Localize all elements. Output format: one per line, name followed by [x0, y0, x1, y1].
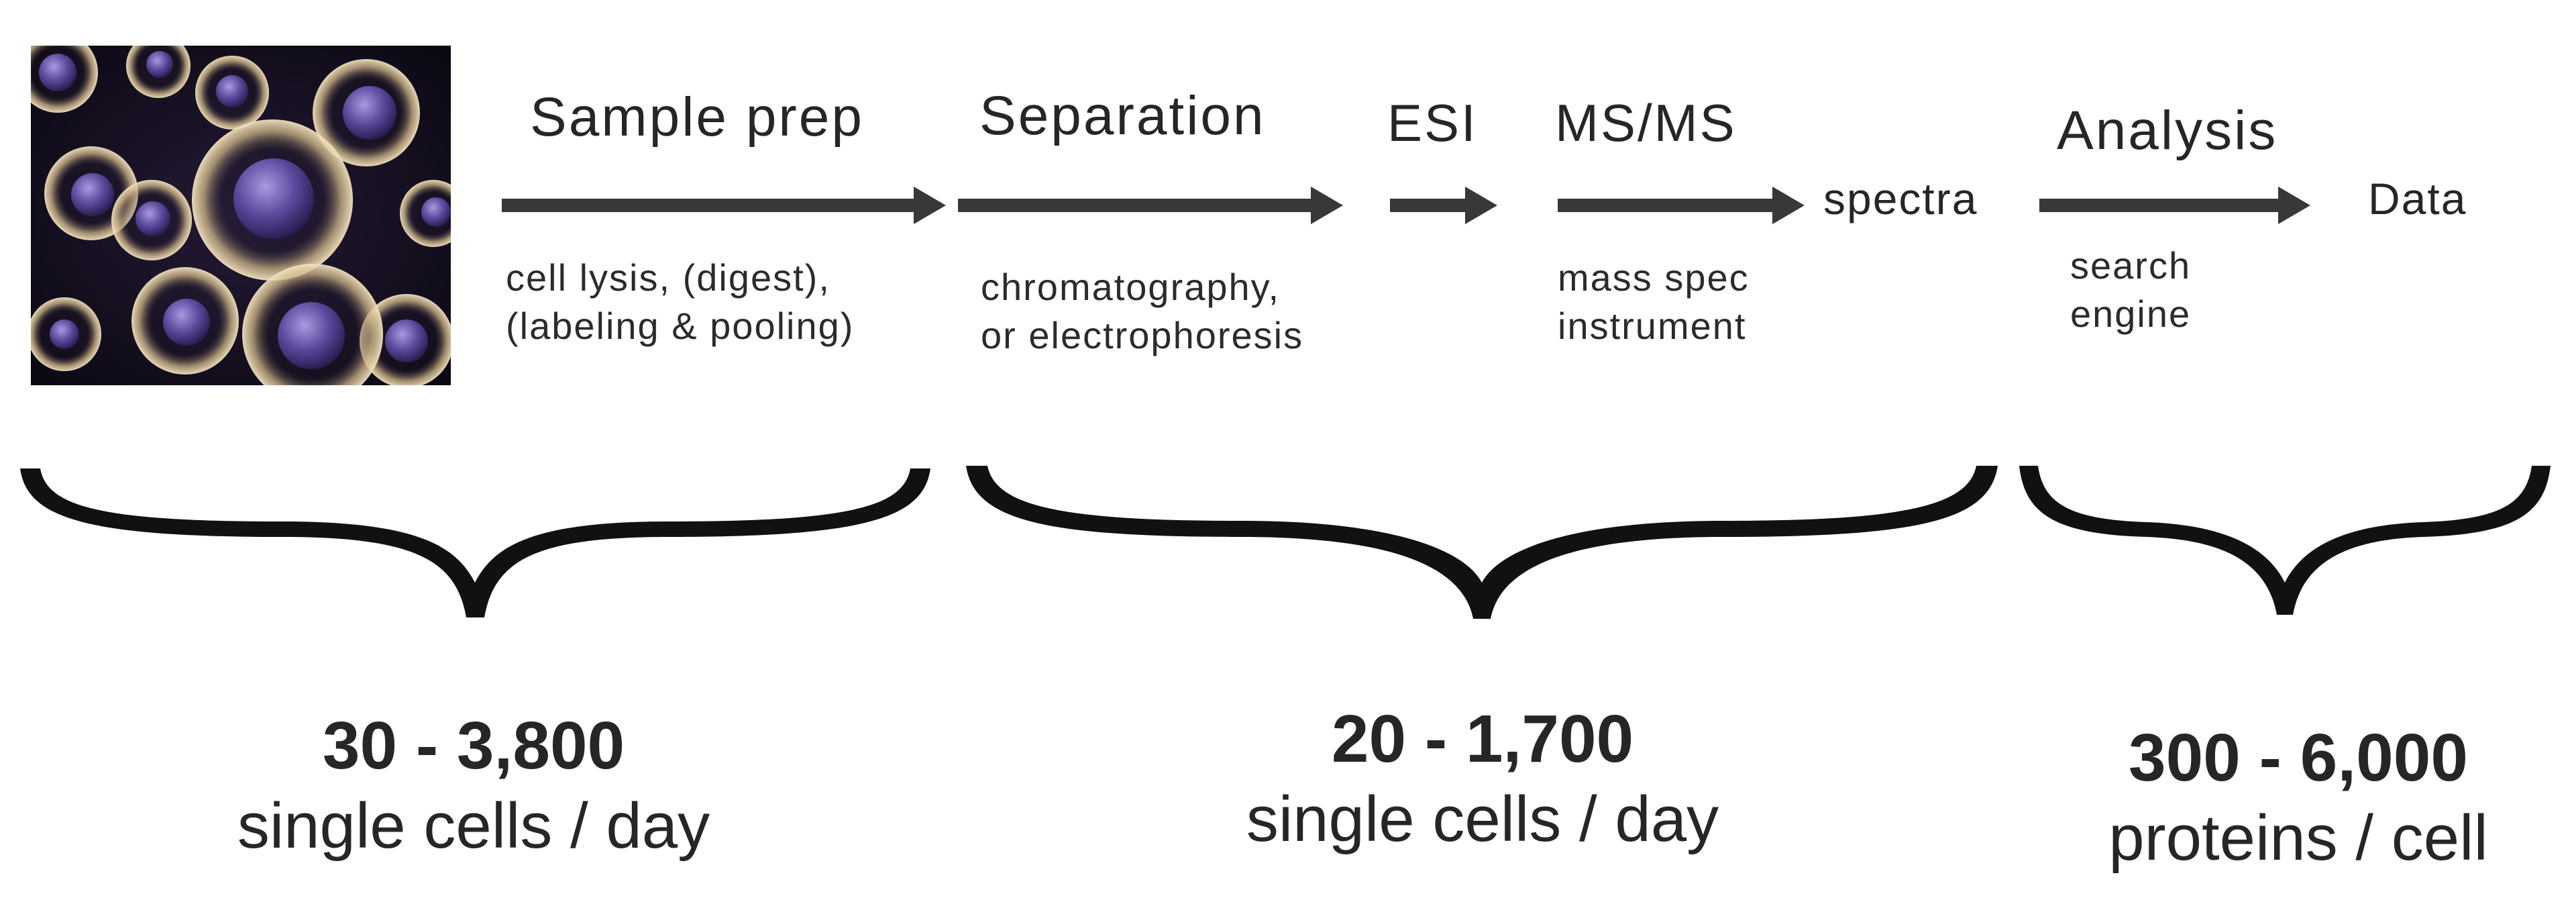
- sub-analysis: search engine: [2070, 242, 2191, 338]
- sub-msms-line-1: mass spec: [1558, 256, 1750, 299]
- sub-msms: mass spec instrument: [1558, 254, 1750, 350]
- arrow-sample-prep: [502, 187, 946, 224]
- brace-3: [2019, 466, 2551, 615]
- metric-1-unit: single cells / day: [237, 790, 710, 862]
- sub-msms-line-2: instrument: [1558, 305, 1747, 347]
- arrow-analysis: [2039, 187, 2310, 224]
- arrow-esi: [1390, 187, 1497, 224]
- metric-1-range: 30 - 3,800: [322, 708, 625, 783]
- metric-2-unit: single cells / day: [1246, 783, 1719, 855]
- sub-separation-line-1: chromatography,: [981, 266, 1281, 308]
- cell-group: [31, 46, 451, 385]
- sub-separation-line-2: or electrophoresis: [981, 314, 1304, 356]
- brace-2: [966, 466, 1998, 619]
- sub-analysis-line-1: search: [2070, 244, 2192, 287]
- stage-title-esi: ESI: [1387, 93, 1478, 152]
- metric-2-range: 20 - 1,700: [1331, 701, 1634, 777]
- stage-title-separation: Separation: [979, 85, 1266, 146]
- brace-1: [20, 468, 930, 617]
- stage-title-analysis: Analysis: [2057, 100, 2278, 161]
- sub-sample-prep-line-1: cell lysis, (digest),: [506, 256, 830, 299]
- arrow-separation: [958, 187, 1343, 224]
- sub-sample-prep: cell lysis, (digest), (labeling & poolin…: [506, 254, 854, 350]
- stage-title-sample-prep: Sample prep: [530, 87, 864, 148]
- node-data: Data: [2368, 174, 2467, 223]
- cell-image: [31, 46, 451, 385]
- sub-separation: chromatography, or electrophoresis: [981, 263, 1303, 360]
- metric-3-unit: proteins / cell: [2108, 802, 2488, 874]
- sub-analysis-line-2: engine: [2070, 293, 2192, 335]
- arrow-msms: [1558, 187, 1805, 224]
- metric-3-range: 300 - 6,000: [2129, 720, 2468, 795]
- node-spectra: spectra: [1823, 174, 1978, 223]
- sub-sample-prep-line-2: (labeling & pooling): [506, 305, 855, 347]
- stage-title-msms: MS/MS: [1555, 93, 1737, 152]
